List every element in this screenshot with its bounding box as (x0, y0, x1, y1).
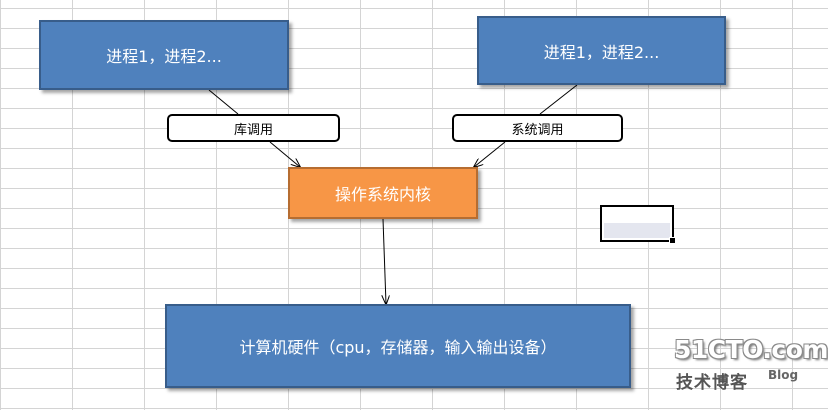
process-box-left-label: 进程1，进程2... (106, 47, 222, 66)
watermark-blog: Blog (768, 368, 799, 382)
system-call-text: 系统调用 (511, 122, 564, 138)
watermark-site: 51CTO.com (674, 335, 828, 364)
hardware-label: 计算机硬件（cpu，存储器，输入输出设备） (239, 338, 557, 357)
fill-handle[interactable] (669, 237, 676, 244)
system-call-label: 系统调用 (452, 114, 623, 142)
selected-cell[interactable] (600, 205, 676, 244)
library-call-label: 库调用 (167, 114, 340, 142)
arrow-kernel-to-hardware (383, 218, 386, 304)
process-box-right: 进程1，进程2... (477, 16, 726, 85)
watermark-logo: 51CTO.com 技术博客 Blog (668, 335, 828, 395)
arrow-sys-call-to-kernel (474, 141, 506, 167)
process-box-left: 进程1，进程2... (39, 20, 289, 90)
hardware-box: 计算机硬件（cpu，存储器，输入输出设备） (165, 304, 631, 388)
kernel-label: 操作系统内核 (334, 185, 431, 204)
selected-cell-fill (604, 223, 670, 238)
kernel-box: 操作系统内核 (288, 167, 478, 219)
line-left-process-to-lib-call (208, 89, 239, 115)
library-call-text: 库调用 (233, 122, 273, 138)
process-box-right-label: 进程1，进程2... (543, 42, 660, 62)
arrow-lib-call-to-kernel (269, 141, 300, 167)
line-right-process-to-sys-call (539, 84, 578, 115)
watermark-subtitle: 技术博客 (676, 373, 748, 393)
